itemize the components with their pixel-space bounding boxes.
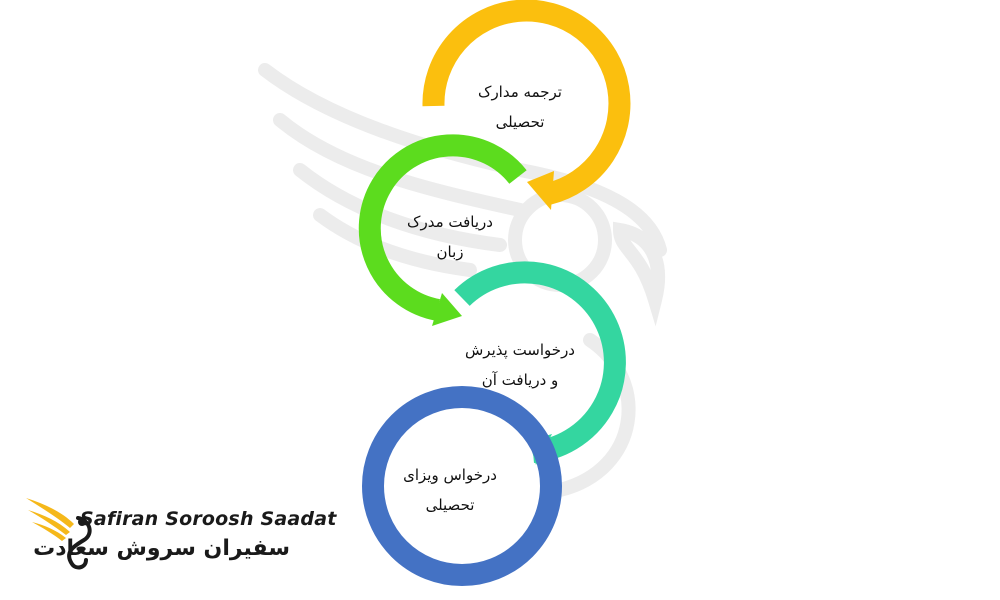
step-1-line-1: ترجمه مدارک [478,83,562,101]
step-3-line-1: درخواست پذیرش [465,341,575,359]
step-4-label: درخواس ویزای تحصیلی [380,460,520,520]
step-3-line-2: و دریافت آن [481,371,559,389]
step-1-line-2: تحصیلی [495,113,545,131]
step-1-arrow [422,0,631,210]
step-2-line-1: دریافت مدرک [407,213,493,231]
logo-persian-text: سفیران سروش سعادت [33,536,290,561]
logo-wing-icon [26,498,92,570]
step-2-label: دریافت مدرک زبان [380,207,520,267]
step-4-ring [362,386,562,586]
step-2-arrow [358,134,527,326]
step-2-line-2: زبان [436,243,464,261]
step-3-label: درخواست پذیرش و دریافت آن [440,335,600,395]
step-4-line-2: تحصیلی [425,496,475,514]
logo-latin-text: Safiran Soroosh Saadat [80,508,337,530]
company-logo: Safiran Soroosh Saadat سفیران سروش سعادت [20,490,336,580]
step-1-label: ترجمه مدارک تحصیلی [440,77,600,137]
step-4-line-1: درخواس ویزای [403,466,497,484]
